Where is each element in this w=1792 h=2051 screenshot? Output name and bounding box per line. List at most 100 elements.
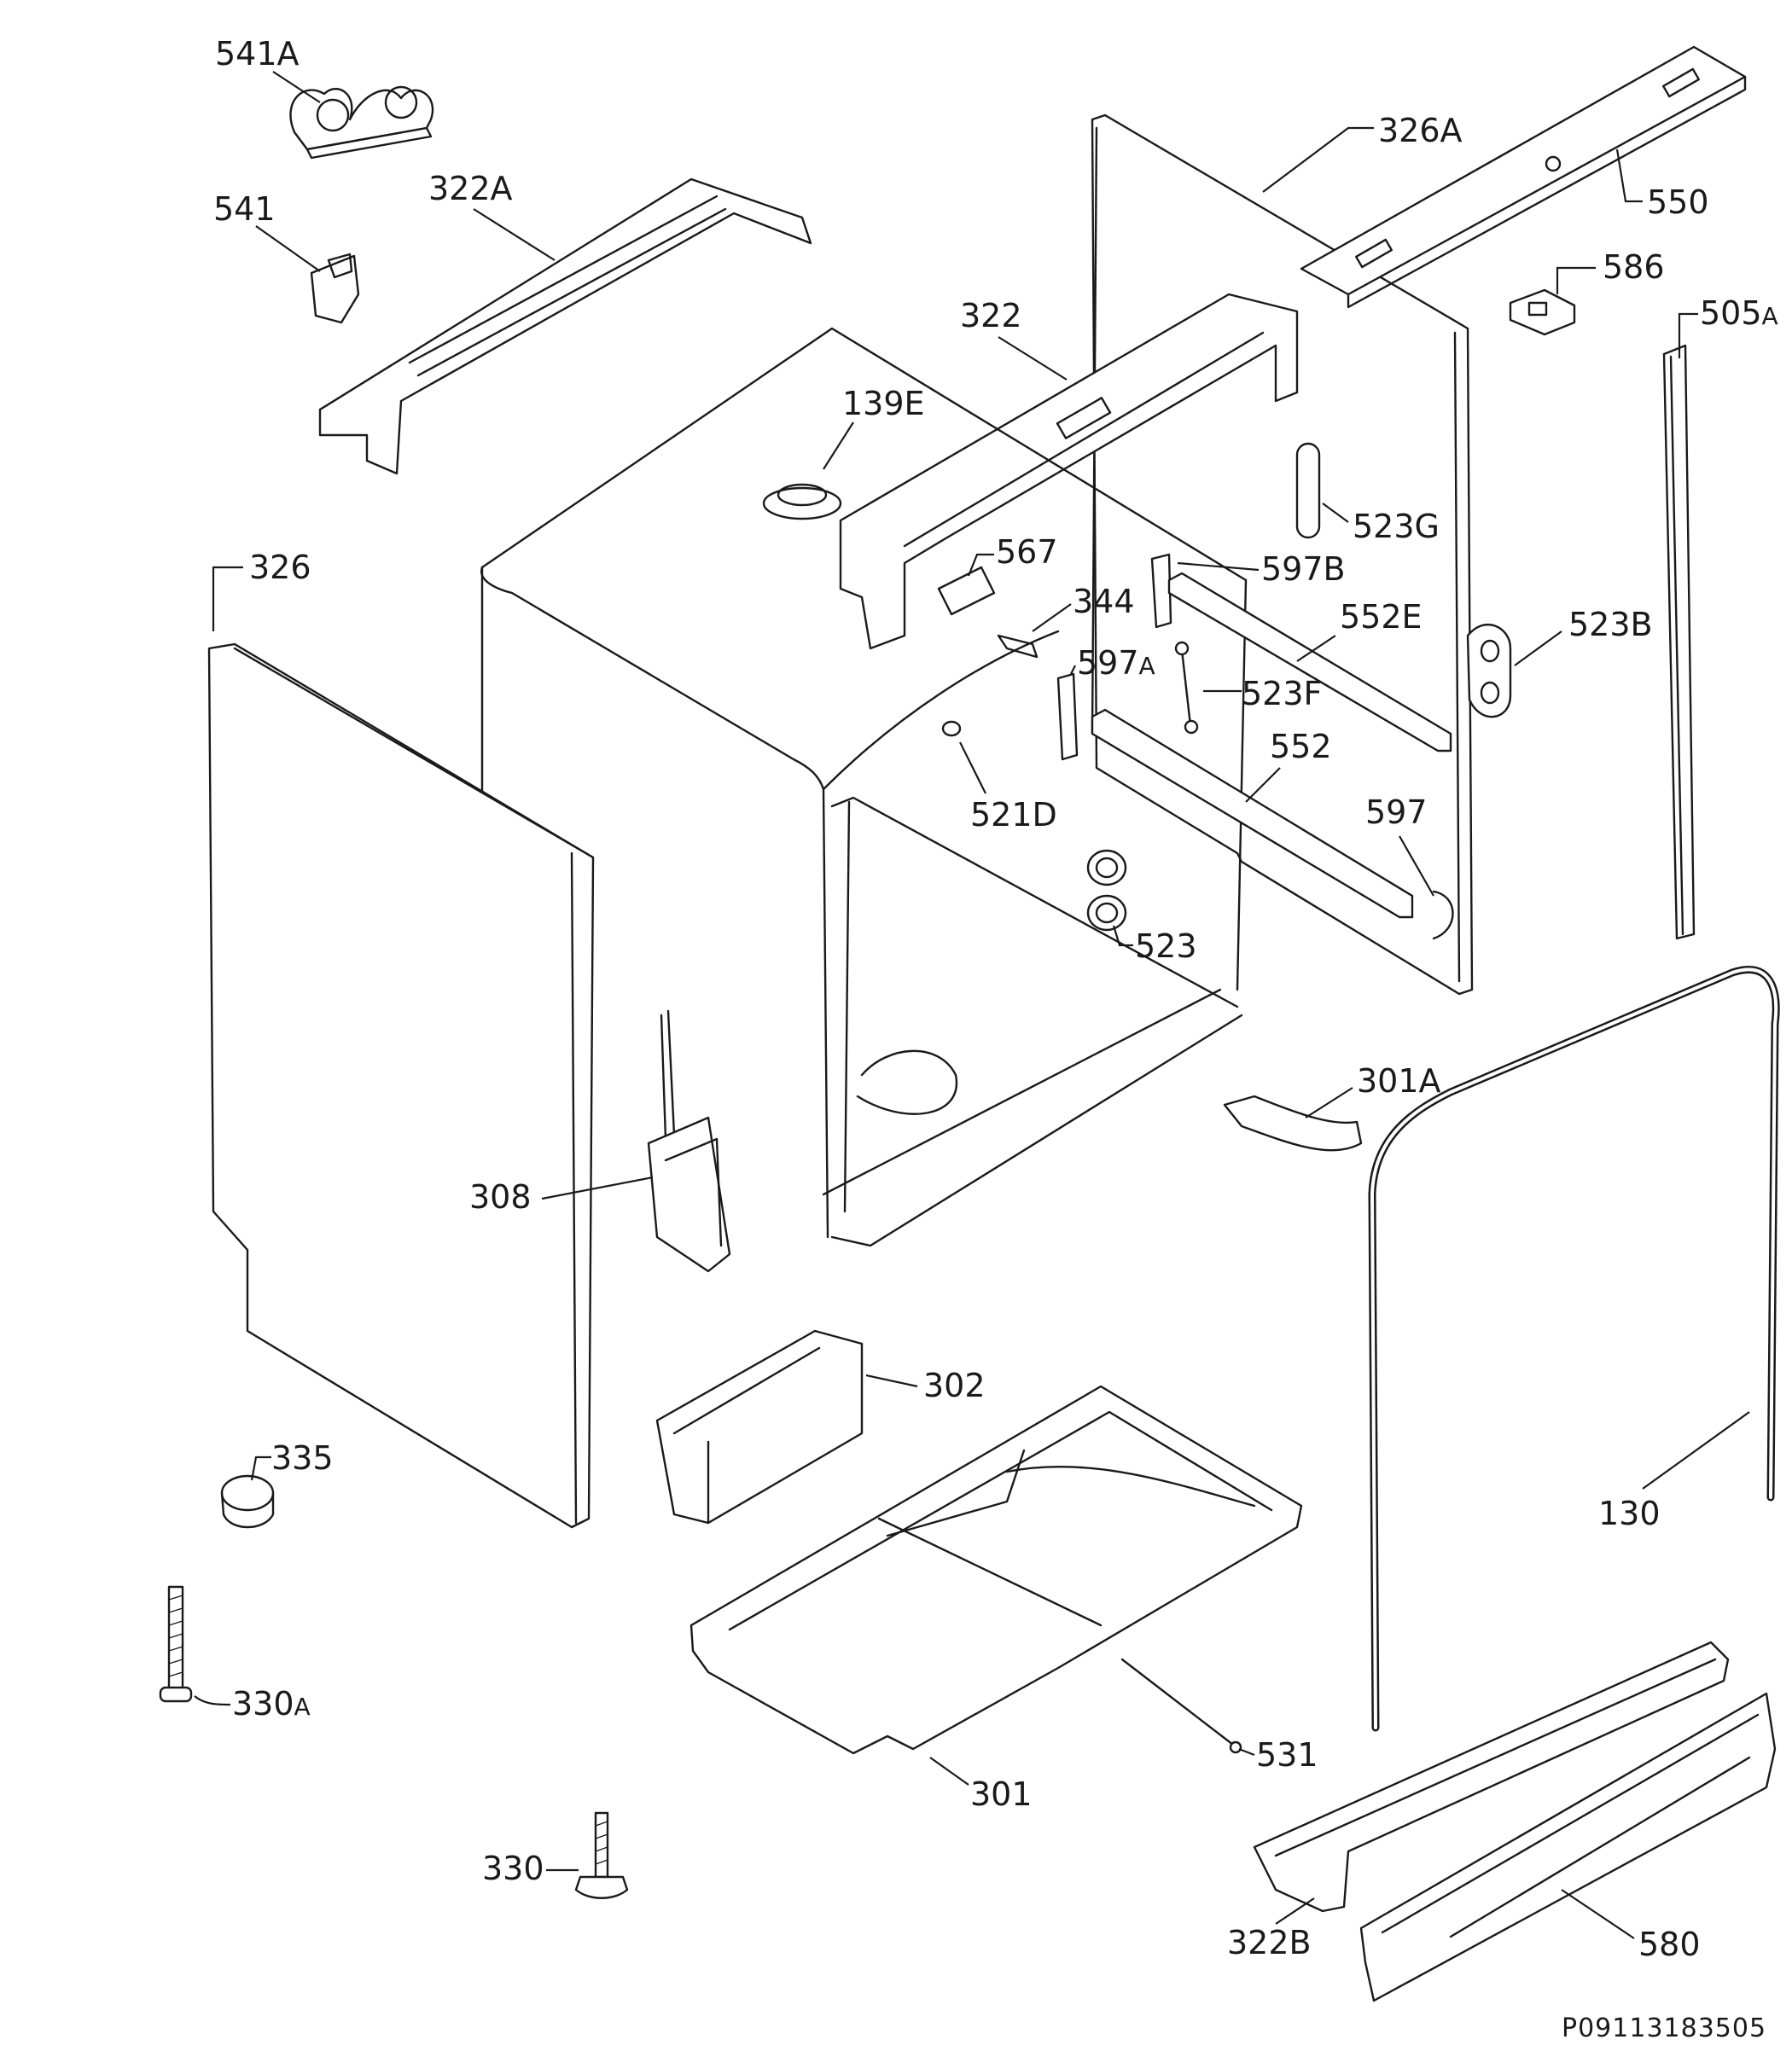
leader-301 bbox=[929, 1757, 969, 1786]
part-523G-gasket bbox=[1295, 442, 1321, 539]
part-523-grommet bbox=[1086, 849, 1127, 932]
label-523F: 523F bbox=[1242, 675, 1322, 712]
label-597B: 597B bbox=[1261, 550, 1346, 588]
leader-523G bbox=[1322, 503, 1349, 523]
label-552: 552 bbox=[1270, 728, 1332, 765]
leader-541A bbox=[272, 71, 321, 103]
leader-322B bbox=[1275, 1897, 1315, 1925]
leader-523B bbox=[1514, 630, 1562, 666]
label-139E: 139E bbox=[842, 385, 925, 422]
part-302-bracket bbox=[655, 1329, 864, 1525]
part-597-clip bbox=[1432, 890, 1454, 940]
part-521D-nut bbox=[941, 720, 962, 737]
label-550: 550 bbox=[1647, 183, 1709, 221]
leader-326A bbox=[1262, 126, 1374, 193]
label-322B: 322B bbox=[1227, 1924, 1312, 1961]
label-335: 335 bbox=[271, 1439, 334, 1477]
leader-130 bbox=[1642, 1411, 1750, 1490]
part-301-base bbox=[689, 1385, 1303, 1755]
label-301A: 301A bbox=[1357, 1062, 1441, 1100]
part-330A-screw bbox=[159, 1585, 193, 1703]
leader-597 bbox=[1399, 835, 1434, 897]
leader-521D bbox=[959, 741, 986, 794]
part-597A-bracket bbox=[1056, 672, 1079, 761]
leader-139E bbox=[823, 421, 854, 470]
leader-322 bbox=[998, 336, 1068, 381]
label-330A: 330A bbox=[232, 1685, 311, 1723]
part-335-bushing bbox=[220, 1474, 275, 1529]
leader-505A bbox=[1678, 312, 1698, 358]
part-301A-handle bbox=[1223, 1095, 1363, 1152]
label-326A: 326A bbox=[1378, 112, 1463, 149]
label-586: 586 bbox=[1603, 248, 1665, 286]
part-tub bbox=[480, 327, 1248, 1247]
part-308-hinge bbox=[647, 1009, 731, 1273]
part-322B-rail bbox=[1253, 1641, 1730, 1913]
part-130-door-seal bbox=[1368, 965, 1780, 1732]
part-344-bracket bbox=[997, 634, 1039, 659]
leader-541 bbox=[255, 225, 321, 272]
leader-552E bbox=[1296, 635, 1336, 662]
label-541: 541 bbox=[213, 190, 276, 228]
label-521D: 521D bbox=[970, 796, 1057, 834]
label-597A: 597A bbox=[1077, 644, 1155, 682]
label-308: 308 bbox=[469, 1178, 532, 1216]
part-523B-gasket bbox=[1466, 624, 1512, 718]
part-552E-rail bbox=[1167, 572, 1452, 752]
leader-335 bbox=[250, 1455, 271, 1481]
label-523G: 523G bbox=[1353, 508, 1440, 545]
label-580: 580 bbox=[1638, 1926, 1701, 1963]
label-567: 567 bbox=[996, 533, 1058, 571]
part-541A-clips bbox=[289, 85, 434, 160]
leader-344 bbox=[1032, 603, 1072, 632]
part-322-top-frame bbox=[839, 293, 1299, 650]
part-523F-hose bbox=[1174, 641, 1199, 735]
leader-586 bbox=[1556, 266, 1596, 294]
part-552-rail bbox=[1091, 708, 1414, 919]
label-505A: 505A bbox=[1700, 294, 1778, 332]
leader-330A bbox=[194, 1695, 231, 1706]
leader-523 bbox=[1112, 925, 1133, 947]
leader-567 bbox=[967, 553, 994, 577]
part-586-bracket bbox=[1509, 288, 1576, 336]
part-330-screw bbox=[574, 1811, 629, 1899]
leader-597B bbox=[1177, 561, 1260, 572]
leader-597A bbox=[1070, 665, 1076, 675]
label-326: 326 bbox=[249, 549, 311, 586]
leader-302 bbox=[865, 1374, 918, 1388]
label-322A: 322A bbox=[428, 170, 513, 207]
label-552E: 552E bbox=[1340, 598, 1423, 636]
leader-552 bbox=[1245, 767, 1281, 803]
leader-326 bbox=[212, 566, 243, 631]
label-597: 597 bbox=[1365, 793, 1428, 831]
label-523B: 523B bbox=[1568, 606, 1653, 643]
part-139E-nut bbox=[762, 483, 842, 520]
part-505A-seal-strip bbox=[1662, 344, 1696, 940]
part-322A-top-rail bbox=[318, 177, 812, 475]
part-326-side-panel bbox=[207, 642, 595, 1529]
label-322: 322 bbox=[960, 297, 1022, 334]
leader-308 bbox=[541, 1176, 654, 1200]
leader-322A bbox=[473, 208, 556, 261]
part-550-top-strip bbox=[1300, 45, 1747, 309]
part-597B-bracket bbox=[1150, 553, 1172, 629]
label-523: 523 bbox=[1135, 927, 1197, 965]
label-301: 301 bbox=[970, 1775, 1033, 1813]
part-580-rail bbox=[1359, 1692, 1777, 2002]
part-541-latch bbox=[310, 253, 360, 324]
label-531: 531 bbox=[1256, 1736, 1318, 1774]
part-567-clip bbox=[937, 566, 996, 616]
part-531-rod bbox=[1120, 1658, 1242, 1754]
leader-301A bbox=[1305, 1087, 1353, 1118]
label-330: 330 bbox=[482, 1850, 544, 1887]
leader-550 bbox=[1615, 148, 1643, 203]
label-344: 344 bbox=[1073, 583, 1135, 620]
label-130: 130 bbox=[1598, 1495, 1661, 1532]
label-541A: 541A bbox=[215, 35, 300, 73]
label-302: 302 bbox=[923, 1367, 986, 1404]
leader-531 bbox=[1238, 1747, 1255, 1757]
drawing-code: P09113183505 bbox=[1562, 2013, 1766, 2043]
leader-580 bbox=[1561, 1889, 1635, 1939]
